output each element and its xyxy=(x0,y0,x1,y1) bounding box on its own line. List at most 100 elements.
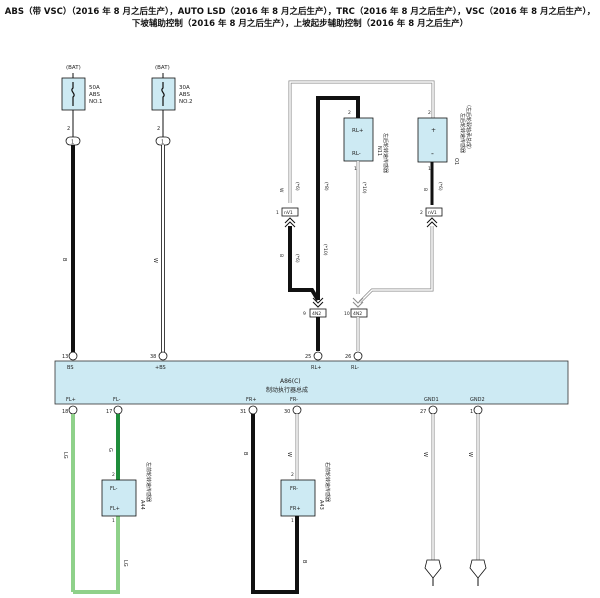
junction-nv1-left: 1 nV1 B (*6) (*10) xyxy=(276,207,328,302)
sensor-a44-desc: 左前轮转速传感器 xyxy=(145,462,152,502)
sensor-a43-label-bottom: FR+ xyxy=(290,506,301,512)
wire-fl-minus-color: G xyxy=(107,448,113,452)
wire-bs-color: B xyxy=(61,258,67,262)
svg-text:27: 27 xyxy=(420,409,426,415)
sensor-a44-pin-top: 2 xyxy=(112,472,115,478)
sensor-o1-desc1: 左后轮转速传感器 xyxy=(459,113,466,153)
svg-text:RL+: RL+ xyxy=(311,365,321,371)
sensor-a43-id: A43 xyxy=(318,500,324,510)
wire-fl-plus-color: LG xyxy=(62,452,68,459)
svg-text:FL-: FL- xyxy=(113,397,121,403)
junction-4n2-b: 10 4N2 xyxy=(344,297,368,351)
ecu-box xyxy=(54,360,569,405)
sensor-n11-desc: 左后轮转速传感器 xyxy=(382,133,389,173)
wire-color-b2: B xyxy=(422,188,428,191)
wire-shield-left xyxy=(288,226,320,302)
svg-text:17: 17 xyxy=(106,409,112,415)
fuse2-name1: ABS xyxy=(179,92,190,98)
junction-nv1-left-chevron-icon xyxy=(284,217,296,228)
wire-note-4: (*6) xyxy=(437,182,443,191)
svg-text:GND1: GND1 xyxy=(424,397,439,403)
wire-fr-plus-black xyxy=(251,414,299,594)
wire-gnd2-color: W xyxy=(467,452,473,457)
wire-color-b1: W xyxy=(278,188,284,193)
junction-nv1-left-box xyxy=(281,207,299,217)
junction-nv1-right-box xyxy=(425,207,443,217)
ecu-top-pin-rl-plus xyxy=(313,351,323,361)
rear-sensor-o1: + - 2 1 O1 左后轮转速传感器 （左后轮毂轴承总成） xyxy=(417,102,472,172)
ecu-top-pin-rl-minus xyxy=(353,351,363,361)
fuse1-rating: 50A xyxy=(89,85,100,91)
wire-fr-plus-color: B xyxy=(242,452,248,456)
sensor-a43-pin-bottom: 1 xyxy=(291,518,294,524)
sensor-n11-label-bottom: RL- xyxy=(352,151,361,157)
svg-text:RL-: RL- xyxy=(351,365,359,371)
junction-4n2-b-chevron-icon xyxy=(352,297,364,308)
svg-text:BS: BS xyxy=(67,365,74,371)
sensor-o1-label-bottom: - xyxy=(431,149,434,158)
sensor-o1-pin-top: 2 xyxy=(428,110,431,116)
wire-shield-right xyxy=(359,226,433,303)
page-header: ABS（带 VSC）（2016 年 8 月之后生产），AUTO LSD（2016… xyxy=(0,6,600,30)
wire-fl-plus-color-2: LG xyxy=(122,560,128,567)
sensor-n11-label-top: RL+ xyxy=(352,128,364,134)
fuse2-rating: 30A xyxy=(179,85,190,91)
wire-note-1: (*6) xyxy=(294,182,300,191)
svg-text:FL+: FL+ xyxy=(66,397,76,403)
fuse1-supply: (BAT) xyxy=(66,65,81,71)
sensor-n11-pin-bottom: 1 xyxy=(354,166,357,172)
svg-text:18: 18 xyxy=(62,409,68,415)
junction-nv1-right-id: nV1 xyxy=(428,210,437,216)
junction-nv1-left-id: nV1 xyxy=(284,210,293,216)
junction-nv1-right: 2 nV1 xyxy=(358,207,443,304)
wire-rl-plus-black xyxy=(316,96,360,300)
fuse2-pin: 2 xyxy=(157,126,160,132)
fuse1-name1: ABS xyxy=(89,92,100,98)
svg-text:26: 26 xyxy=(345,354,351,360)
ecu-bottom-pin-gnd2 xyxy=(473,405,483,415)
fuse2-name2: NO.2 xyxy=(179,99,192,105)
sensor-a44-pin-bottom: 1 xyxy=(112,518,115,524)
fuse-abs-no2: (BAT) 30A ABS NO.2 2 1 W xyxy=(151,65,192,356)
ecu-top-pin-plusbs xyxy=(158,351,168,361)
front-right-sensor-a43: B B W FR- FR+ 2 1 A43 右前轮转速传感器 xyxy=(242,414,331,594)
fuse2-conn-pin: 1 xyxy=(161,140,164,146)
ecu-desc: 制动执行器总成 xyxy=(266,386,308,394)
sensor-o1-pin-bottom: 1 xyxy=(428,166,431,172)
wire-color-b3: B xyxy=(278,254,284,257)
sensor-n11-id: N11 xyxy=(376,146,382,156)
header-line-2: 下坡辅助控制（2016 年 8 月之后生产），上坡起步辅助控制（2016 年 8… xyxy=(131,19,469,29)
junction-4n2-a-id: 4N2 xyxy=(312,311,321,317)
wire-note-5: (*6) xyxy=(294,254,300,263)
ecu-id: A86(C) xyxy=(280,378,301,385)
header-line-1: ABS（带 VSC）（2016 年 8 月之后生产），AUTO LSD（2016… xyxy=(4,7,596,17)
svg-text:+BS: +BS xyxy=(155,365,166,371)
svg-text:FR-: FR- xyxy=(290,397,298,403)
ecu-brake-actuator: A86(C) 制动执行器总成 13 BS 38 +BS 25 RL+ 26 RL… xyxy=(54,351,569,415)
fuse1-pin: 2 xyxy=(67,126,70,132)
ecu-bottom-pin-fl-minus xyxy=(113,405,123,415)
junction-nv1-right-chevron-icon xyxy=(426,217,438,228)
ground-gnd1: W xyxy=(422,414,442,586)
ground-gnd2: W xyxy=(467,414,487,586)
sensor-a44-box xyxy=(101,479,137,517)
svg-text:25: 25 xyxy=(305,354,311,360)
svg-text:9: 9 xyxy=(303,311,306,317)
sensor-o1-box xyxy=(417,117,448,163)
front-left-sensor-a44: LG LG G FL- FL+ 2 1 A44 左前轮转速传感器 xyxy=(62,414,152,594)
ground-gnd1-icon xyxy=(424,559,442,579)
wire-plusbs-color: W xyxy=(152,258,158,263)
svg-text:GND2: GND2 xyxy=(470,397,485,403)
rear-sensor-n11: RL+ RL- 2 1 N11 左后轮转速传感器 xyxy=(316,96,389,300)
wire-note-2: (*8) xyxy=(323,182,329,191)
ecu-bottom-pin-fr-minus xyxy=(292,405,302,415)
ground-gnd2-icon xyxy=(469,559,487,579)
sensor-a43-desc: 右前轮转速传感器 xyxy=(324,462,331,502)
wire-note-3: (*10) xyxy=(361,182,367,194)
wire-note-6: (*10) xyxy=(322,244,328,256)
sensor-o1-id: O1 xyxy=(453,158,459,165)
svg-text:30: 30 xyxy=(284,409,290,415)
sensor-n11-pin-top: 2 xyxy=(348,110,351,116)
sensor-o1-label-top: + xyxy=(431,127,436,134)
